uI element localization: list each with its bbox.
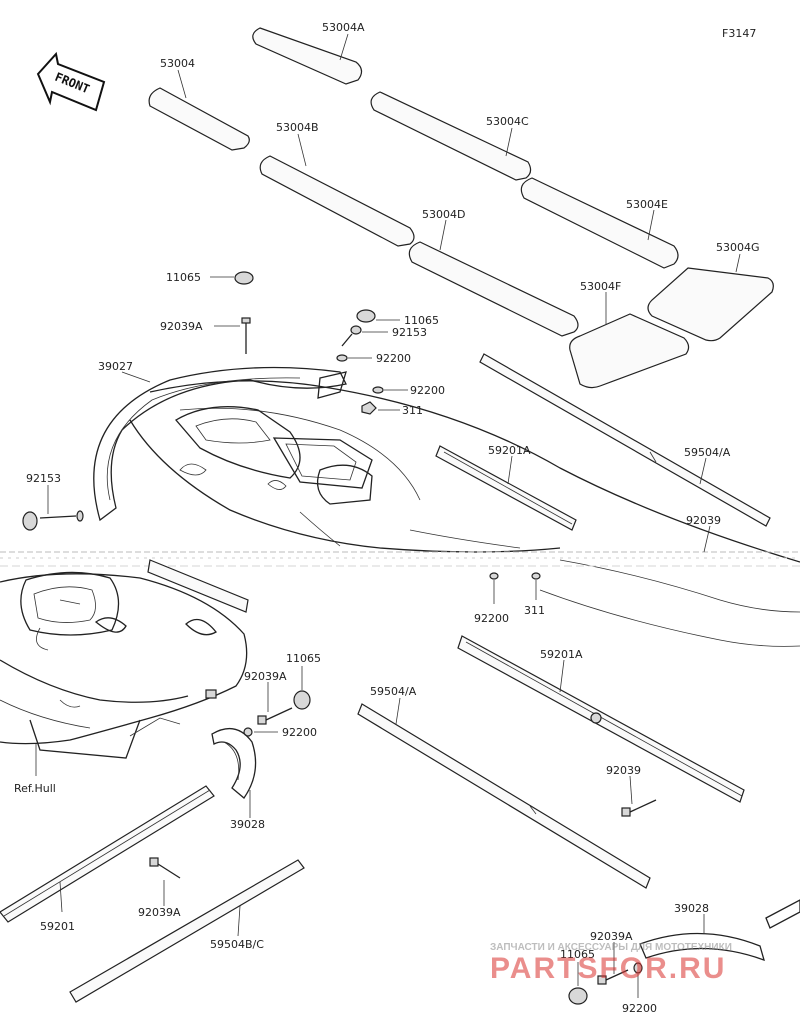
screw-92153-left: 92153	[26, 472, 77, 519]
cap-11065-right: 11065	[286, 652, 321, 710]
label-92039-lower: 92039	[606, 764, 641, 777]
label-59504a-upper: 59504/A	[684, 446, 731, 459]
strip-59201a-lower: 59201A	[457, 635, 745, 803]
cap-left	[22, 511, 38, 531]
label-92200-top: 92200	[376, 352, 411, 365]
pin-92039-upper: 92039	[686, 514, 721, 553]
label-53004a: 53004A	[322, 21, 365, 34]
strip-59201: 59201	[0, 785, 215, 933]
mat-53004d: 53004D	[408, 208, 579, 337]
label-92039a-right: 92039A	[244, 670, 287, 683]
bracket-39028-left: 39028	[211, 727, 265, 831]
screw-92153-top: 92153	[341, 325, 427, 347]
cap-11065-top: 11065	[166, 271, 254, 285]
label-59201a-lower: 59201A	[540, 648, 583, 661]
strip-59504a-lower: 59504/A	[357, 685, 651, 889]
label-92039a-br: 92039A	[590, 930, 633, 943]
nut-311-top: 311	[361, 401, 423, 417]
label-59504a-lower: 59504/A	[370, 685, 417, 698]
label-39027: 39027	[98, 360, 133, 373]
label-11065-br: 11065	[560, 948, 595, 961]
cut-lines	[0, 551, 800, 567]
label-92039-upper: 92039	[686, 514, 721, 527]
label-92200-low: 92200	[474, 612, 509, 625]
pin-92039a-right: 92039A	[244, 670, 293, 725]
label-311-low: 311	[524, 604, 545, 617]
label-92153-top: 92153	[392, 326, 427, 339]
figure-code: F3147	[722, 27, 756, 40]
pin-92039a-br: 92039A	[590, 930, 633, 985]
washer-left	[76, 510, 84, 522]
label-53004: 53004	[160, 57, 195, 70]
label-53004g: 53004G	[716, 241, 760, 254]
label-92200-mid: 92200	[410, 384, 445, 397]
bracket-39028-right: 39028	[639, 899, 800, 962]
label-92200-right: 92200	[282, 726, 317, 739]
washer-92200-br: 92200	[622, 962, 657, 1015]
label-11065-mid: 11065	[404, 314, 439, 327]
front-direction-arrow: FRONT	[36, 51, 106, 112]
washer-92200-low: 92200	[474, 572, 509, 625]
label-53004b: 53004B	[276, 121, 319, 134]
strip-59201a-upper: 59201A	[435, 444, 577, 531]
cap-11065-mid: 11065	[356, 309, 439, 327]
mat-53004e: 53004E	[520, 177, 679, 269]
label-39028-right: 39028	[674, 902, 709, 915]
mat-53004g: 53004G	[647, 241, 774, 342]
hull-deck-view	[129, 380, 800, 647]
label-53004e: 53004E	[626, 198, 668, 211]
label-92039a-bottom: 92039A	[138, 906, 181, 919]
strip-59504a-upper: 59504/A	[479, 353, 771, 527]
label-59504bc: 59504B/C	[210, 938, 264, 951]
mat-53004f: 53004F	[569, 280, 690, 389]
pin-92039a-bottom: 92039A	[138, 857, 181, 919]
watermark-logo: PARTSFOR.RU	[490, 952, 726, 985]
label-53004f: 53004F	[580, 280, 621, 293]
washer-92200-top: 92200	[336, 352, 411, 365]
watermark-top-line: ЗАПЧАСТИ И АКСЕССУАРЫ ДЛЯ МОТОТЕХНИКИ	[490, 942, 732, 953]
strip-left-short	[147, 559, 249, 613]
strip-59504bc: 59504B/C	[69, 859, 305, 1003]
label-11065-top: 11065	[166, 271, 201, 284]
cap-11065-br: 11065	[560, 948, 595, 1005]
watermark: ЗАПЧАСТИ И АКСЕССУАРЫ ДЛЯ МОТОТЕХНИКИ PA…	[490, 942, 732, 985]
label-92153-left: 92153	[26, 472, 61, 485]
label-11065-right: 11065	[286, 652, 321, 665]
mat-53004a: 53004A	[252, 21, 365, 85]
mat-53004: 53004	[148, 57, 250, 151]
label-92200-br: 92200	[622, 1002, 657, 1015]
pin-92039-lower: 92039	[606, 764, 657, 817]
label-59201a-upper: 59201A	[488, 444, 531, 457]
mat-53004b: 53004B	[259, 121, 415, 247]
ref-hull-label: Ref.Hull	[14, 782, 56, 795]
label-53004d: 53004D	[422, 208, 465, 221]
label-39028-left: 39028	[230, 818, 265, 831]
label-53004c: 53004C	[486, 115, 529, 128]
label-59201: 59201	[40, 920, 75, 933]
label-311-top: 311	[402, 404, 423, 417]
washer-92200-mid: 92200	[372, 384, 445, 397]
hull-lower-view: Ref.Hull	[0, 571, 248, 795]
washer-92200-right: 92200	[243, 726, 317, 739]
mat-53004c: 53004C	[370, 91, 532, 181]
label-92039a-top: 92039A	[160, 320, 203, 333]
nut-311-low: 311	[524, 572, 545, 617]
pin-92039a-top: 92039A	[160, 317, 251, 354]
